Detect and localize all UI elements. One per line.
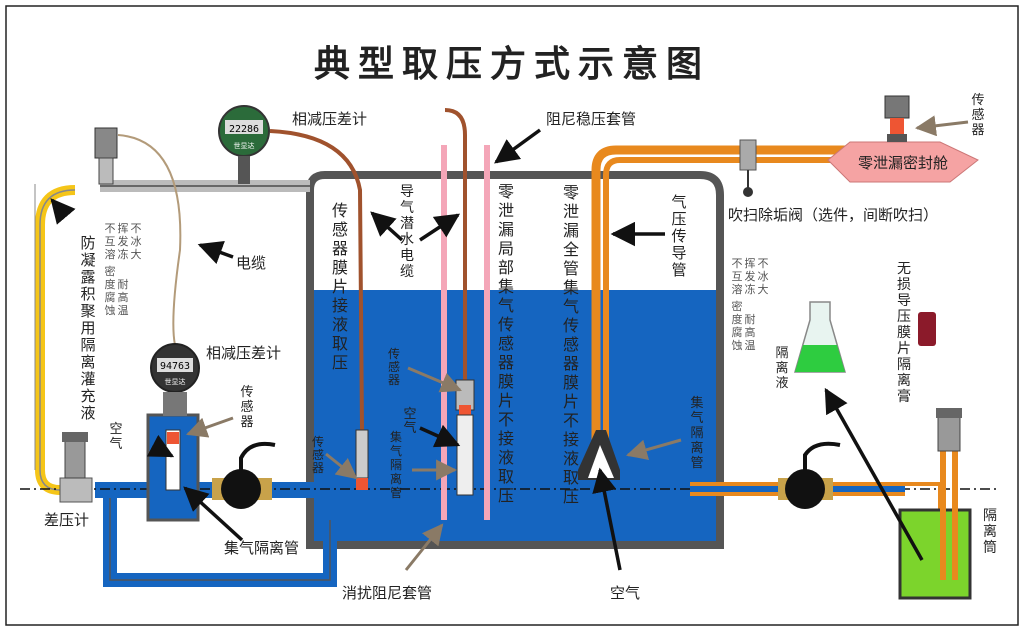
label-air-bottom: 空气 [610, 584, 640, 602]
top-gauge: 22286 世显达 [218, 105, 270, 184]
label-sensor-membrane-liquid-text: 传感器膜片接液取压 [332, 201, 348, 372]
label-air-left: 空气 [109, 422, 122, 452]
tank-sensor-mid [455, 379, 475, 496]
label-gas-tube-bottom: 集气隔离管 [224, 539, 299, 557]
label-damping-sleeve: 阻尼稳压套管 [546, 110, 636, 128]
top-left-sensor [94, 127, 118, 185]
pink-sleeve-right [484, 145, 490, 520]
orange-tube-inner [603, 157, 860, 480]
label-isolation-liquid: 隔离液 [775, 346, 788, 391]
label-gas-tube-right: 集气隔离管 [690, 395, 703, 471]
note-left-2: 挥发冻 [118, 222, 129, 261]
right-ball-valve [778, 441, 841, 509]
tank-water [314, 290, 716, 541]
label-gas-tube-tank-text: 集气隔离管 [390, 429, 402, 500]
label-purge-valve: 吹扫除垢阀（选件，间断吹扫） [728, 206, 938, 224]
mid-gauge: 94763 世显达 [150, 343, 200, 416]
label-isolation-cylinder: 隔离筒 [983, 508, 997, 556]
note-right-4: 密度腐蚀 [732, 299, 743, 352]
label-gauge-mid: 相减压差计 [206, 344, 281, 362]
label-diff-meter: 差压计 [44, 511, 89, 529]
label-full-leak-text: 零泄漏全管集气传感器膜片不接液取压 [563, 183, 579, 506]
note-left-3: 不冰大 [131, 222, 142, 261]
isolation-cylinder [898, 408, 972, 600]
label-sensor-tank-mid-text: 传感器 [388, 346, 400, 387]
label-isolation-liquid-text: 隔离液 [775, 346, 788, 391]
note-right-1-text: 不互溶 [732, 257, 743, 296]
label-gas-tube-right-text: 集气隔离管 [690, 395, 703, 471]
label-sensor-membrane-liquid: 传感器膜片接液取压 [332, 201, 348, 372]
top-gauge-brand: 世显达 [234, 141, 255, 150]
mid-gauge-value: 94763 [160, 361, 190, 372]
purge-valve [739, 139, 757, 197]
label-sensor-tank-left: 传感器 [312, 434, 324, 475]
seal-chamber-label: 零泄漏密封舱 [858, 154, 948, 172]
note-left-5: 耐高温 [118, 278, 129, 317]
bottom-blue-pipe [103, 490, 337, 587]
label-sleeve-bottom: 消扰阻尼套管 [342, 584, 432, 602]
top-gauge-value: 22286 [229, 124, 259, 135]
mid-gauge-brand: 世显达 [165, 377, 186, 386]
label-partial-leak: 零泄漏局部集气传感器膜片不接液取压 [498, 182, 514, 505]
note-left-4-text: 密度腐蚀 [105, 264, 116, 317]
note-right-3: 不冰大 [758, 257, 769, 296]
label-pressure-tube-text: 气压传导管 [671, 193, 686, 279]
label-air-tank: 空气 [403, 407, 416, 436]
label-anti-condense: 防凝露积聚用隔离灌充液 [80, 234, 95, 422]
label-partial-leak-text: 零泄漏局部集气传感器膜片不接液取压 [498, 182, 514, 505]
label-diaphragm-paste: 无损导压膜片隔离膏 [897, 261, 911, 405]
note-right-5-text: 耐高温 [745, 313, 756, 352]
label-sensor-top-right: 传感器 [971, 93, 984, 138]
outer-frame [5, 5, 1019, 626]
label-guide-cable: 导气潜水电缆 [400, 184, 414, 280]
note-left-5-text: 耐高温 [118, 278, 129, 317]
label-gas-tube-tank: 集气隔离管 [390, 429, 402, 500]
label-gauge-top: 相减压差计 [292, 110, 367, 128]
label-sensor-tank-left-text: 传感器 [312, 434, 324, 475]
top-gauge-cable [269, 129, 364, 431]
label-guide-cable-text: 导气潜水电缆 [400, 184, 414, 280]
left-horizontal-pipe [95, 482, 315, 498]
top-right-sensor [884, 95, 910, 142]
guide-cable-line [444, 108, 467, 380]
note-right-4-text: 密度腐蚀 [732, 299, 743, 352]
note-left-4: 密度腐蚀 [105, 264, 116, 317]
label-diaphragm-paste-text: 无损导压膜片隔离膏 [897, 261, 911, 405]
page-title: 典型取压方式示意图 [314, 44, 710, 85]
label-isolation-cylinder-text: 隔离筒 [983, 508, 997, 556]
label-cable: 电缆 [236, 254, 266, 272]
left-ball-valve [212, 441, 276, 509]
main-tank [306, 171, 724, 549]
note-right-2: 挥发冻 [745, 257, 756, 296]
label-sensor-mid-left-text: 传感器 [240, 385, 253, 430]
note-left-1-text: 不互溶 [105, 222, 116, 261]
note-left-1: 不互溶 [105, 222, 116, 261]
label-air-left-text: 空气 [109, 422, 122, 452]
label-air-tank-text: 空气 [403, 407, 416, 436]
tank-sensor-left [355, 429, 369, 490]
label-pressure-tube: 气压传导管 [671, 193, 686, 279]
left-gas-box [146, 413, 200, 522]
isolation-flask [794, 301, 846, 373]
label-full-leak: 零泄漏全管集气传感器膜片不接液取压 [563, 183, 579, 506]
note-right-3-text: 不冰大 [758, 257, 769, 296]
pink-sleeve-left [441, 145, 447, 520]
note-right-5: 耐高温 [745, 313, 756, 352]
note-left-3-text: 不冰大 [131, 222, 142, 261]
note-right-1: 不互溶 [732, 257, 743, 296]
note-right-2-text: 挥发冻 [745, 257, 756, 296]
diaphragm-paste-tube [918, 312, 936, 346]
label-sensor-tank-mid: 传感器 [388, 346, 400, 387]
diff-meter-device [59, 432, 93, 503]
note-left-2-text: 挥发冻 [118, 222, 129, 261]
label-sensor-top-right-text: 传感器 [971, 93, 984, 138]
label-sensor-mid-left: 传感器 [240, 385, 253, 430]
seal-chamber: 零泄漏密封舱 [827, 141, 979, 183]
cable-line [117, 134, 182, 346]
orange-tube-outer [591, 145, 860, 480]
label-anti-condense-text: 防凝露积聚用隔离灌充液 [80, 234, 95, 422]
